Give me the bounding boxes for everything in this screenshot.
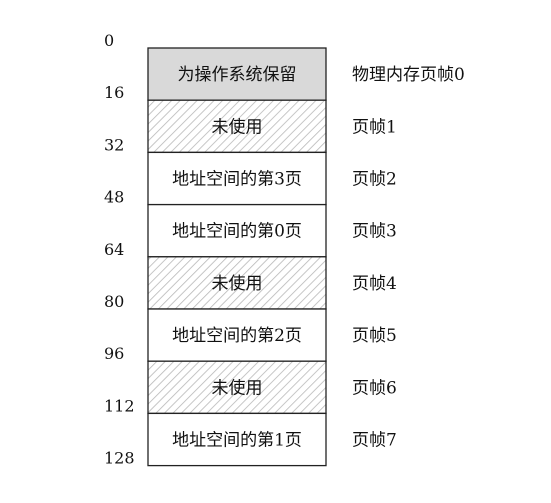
frame-cell-0 bbox=[147, 47, 327, 101]
frame-content-3: 地址空间的第0页 bbox=[172, 222, 302, 242]
address-ticks: 0 16 32 48 64 80 96 112 128 bbox=[104, 31, 135, 468]
frame-label-0: 物理内存页帧0 bbox=[352, 65, 465, 85]
frame-cell-2 bbox=[147, 151, 327, 206]
frame-content-7: 地址空间的第1页 bbox=[172, 431, 302, 451]
address-tick-3: 48 bbox=[104, 188, 124, 207]
frame-content-5: 地址空间的第2页 bbox=[172, 326, 302, 346]
frame-content-6: 未使用 bbox=[212, 377, 263, 398]
frame-label-6: 页帧6 bbox=[352, 378, 397, 398]
frame-content-2: 地址空间的第3页 bbox=[172, 170, 302, 190]
address-tick-4: 64 bbox=[104, 240, 124, 259]
frame-content-0: 为操作系统保留 bbox=[178, 65, 297, 85]
frame-cell-5 bbox=[147, 308, 327, 362]
frame-label-2: 页帧2 bbox=[352, 170, 397, 190]
address-tick-6: 96 bbox=[104, 344, 124, 363]
address-tick-0: 0 bbox=[104, 31, 114, 50]
address-tick-8: 128 bbox=[104, 449, 135, 468]
frame-label-5: 页帧5 bbox=[352, 326, 397, 346]
address-tick-5: 80 bbox=[104, 292, 124, 311]
address-tick-2: 32 bbox=[104, 135, 124, 154]
frame-content-1: 未使用 bbox=[212, 116, 263, 137]
address-tick-7: 112 bbox=[104, 396, 135, 415]
frame-labels: 物理内存页帧0 页帧1 页帧2 页帧3 页帧4 页帧5 页帧6 页帧7 bbox=[352, 65, 465, 450]
frame-label-1: 页帧1 bbox=[352, 117, 397, 137]
frame-label-4: 页帧4 bbox=[352, 274, 397, 294]
frame-label-3: 页帧3 bbox=[352, 222, 397, 242]
frame-cell-3 bbox=[147, 203, 327, 258]
frame-cells: 为操作系统保留未使用地址空间的第3页地址空间的第0页未使用地址空间的第2页未使用… bbox=[147, 47, 327, 467]
address-tick-1: 16 bbox=[104, 83, 124, 102]
frame-content-4: 未使用 bbox=[212, 273, 263, 294]
frame-label-7: 页帧7 bbox=[352, 431, 397, 451]
frame-cell-7 bbox=[147, 412, 327, 467]
frame-cell-1 bbox=[147, 99, 327, 154]
